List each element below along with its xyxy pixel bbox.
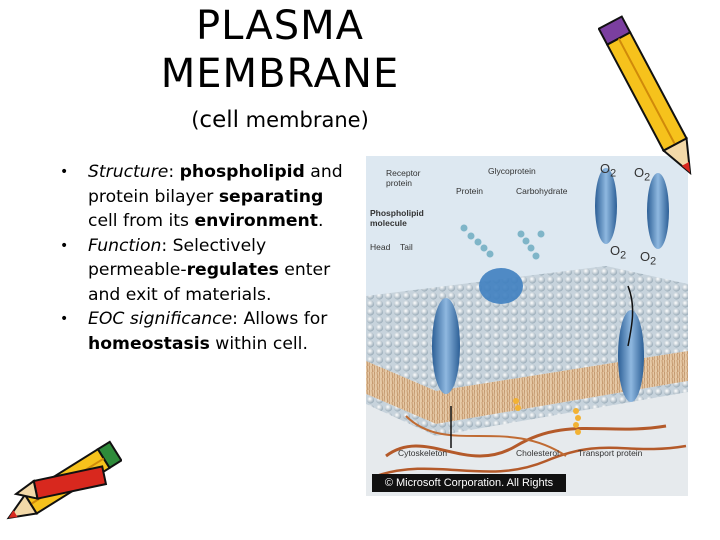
bullet-text: Allows for <box>243 309 328 329</box>
bullet-text: . <box>317 211 324 231</box>
membrane-diagram: Receptor protein Glycoprotein Protein Ca… <box>366 156 688 496</box>
bullet-dot: • <box>60 164 69 180</box>
bullet-text: Selectively permeable- <box>88 235 267 281</box>
label-receptor-protein: Receptor protein <box>386 168 421 188</box>
label-oxygen: O2 <box>634 165 651 184</box>
bullet-term: EOC significance <box>88 309 233 329</box>
title-line-1: PLASMA <box>196 3 364 49</box>
bullet-eoc: • EOC significance: Allows for homeostas… <box>58 307 358 356</box>
bullet-bold: regulates <box>186 260 279 280</box>
label-carbohydrate: Carbohydrate <box>516 186 568 196</box>
bullet-dot: • <box>60 237 69 254</box>
bullet-structure: • Structure: phospholipid and protein bi… <box>58 160 358 234</box>
bullet-text: cell from its <box>88 211 195 231</box>
label-phospholipid-molecule: Phospholipid molecule <box>370 208 424 228</box>
bullet-bold: phospholipid <box>179 162 305 182</box>
label-oxygen: O2 <box>610 243 627 262</box>
bullet-text: within cell. <box>209 333 308 354</box>
subtitle-cell: cell <box>199 107 239 133</box>
slide-title: PLASMA MEMBRANE <box>120 2 440 98</box>
subtitle-rest: membrane) <box>239 108 369 132</box>
bullet-bold: environment <box>194 211 318 231</box>
bullet-bold: separating <box>218 186 324 207</box>
label-transport-protein: Transport protein <box>578 448 643 458</box>
bullet-sep: : <box>168 162 180 182</box>
label-protein: Protein <box>456 186 483 196</box>
bullet-text: and protein bilayer <box>88 162 343 207</box>
label-head: Head <box>370 242 391 252</box>
subtitle-open: ( <box>191 108 200 132</box>
bullet-term: Function <box>88 235 162 256</box>
label-glycoprotein: Glycoprotein <box>488 166 536 176</box>
label-oxygen: O2 <box>600 161 617 180</box>
label-cytoskeleton: Cytoskeleton <box>398 448 448 458</box>
bullet-function: • Function: Selectively permeable-regula… <box>58 234 358 308</box>
pencil-icon <box>598 15 692 176</box>
pencil-icon <box>6 440 122 520</box>
title-line-2: MEMBRANE <box>160 51 400 97</box>
slide-subtitle: (cell membrane) <box>120 106 440 134</box>
bullet-term: Structure <box>88 162 169 182</box>
label-tail: Tail <box>400 242 413 252</box>
label-oxygen: O2 <box>640 249 657 268</box>
bullet-sep: : <box>161 235 173 256</box>
label-cholesterol: Cholesterol <box>516 448 559 458</box>
bullet-list: • Structure: phospholipid and protein bi… <box>58 160 358 356</box>
bullet-bold: homeostasis <box>88 333 210 354</box>
copyright-notice: © Microsoft Corporation. All Rights Rese… <box>372 474 566 507</box>
membrane-illustration <box>366 156 688 496</box>
bullet-sep: : <box>232 309 244 329</box>
bullet-dot: • <box>60 311 69 327</box>
bullet-text: enter and exit of materials. <box>88 260 331 305</box>
